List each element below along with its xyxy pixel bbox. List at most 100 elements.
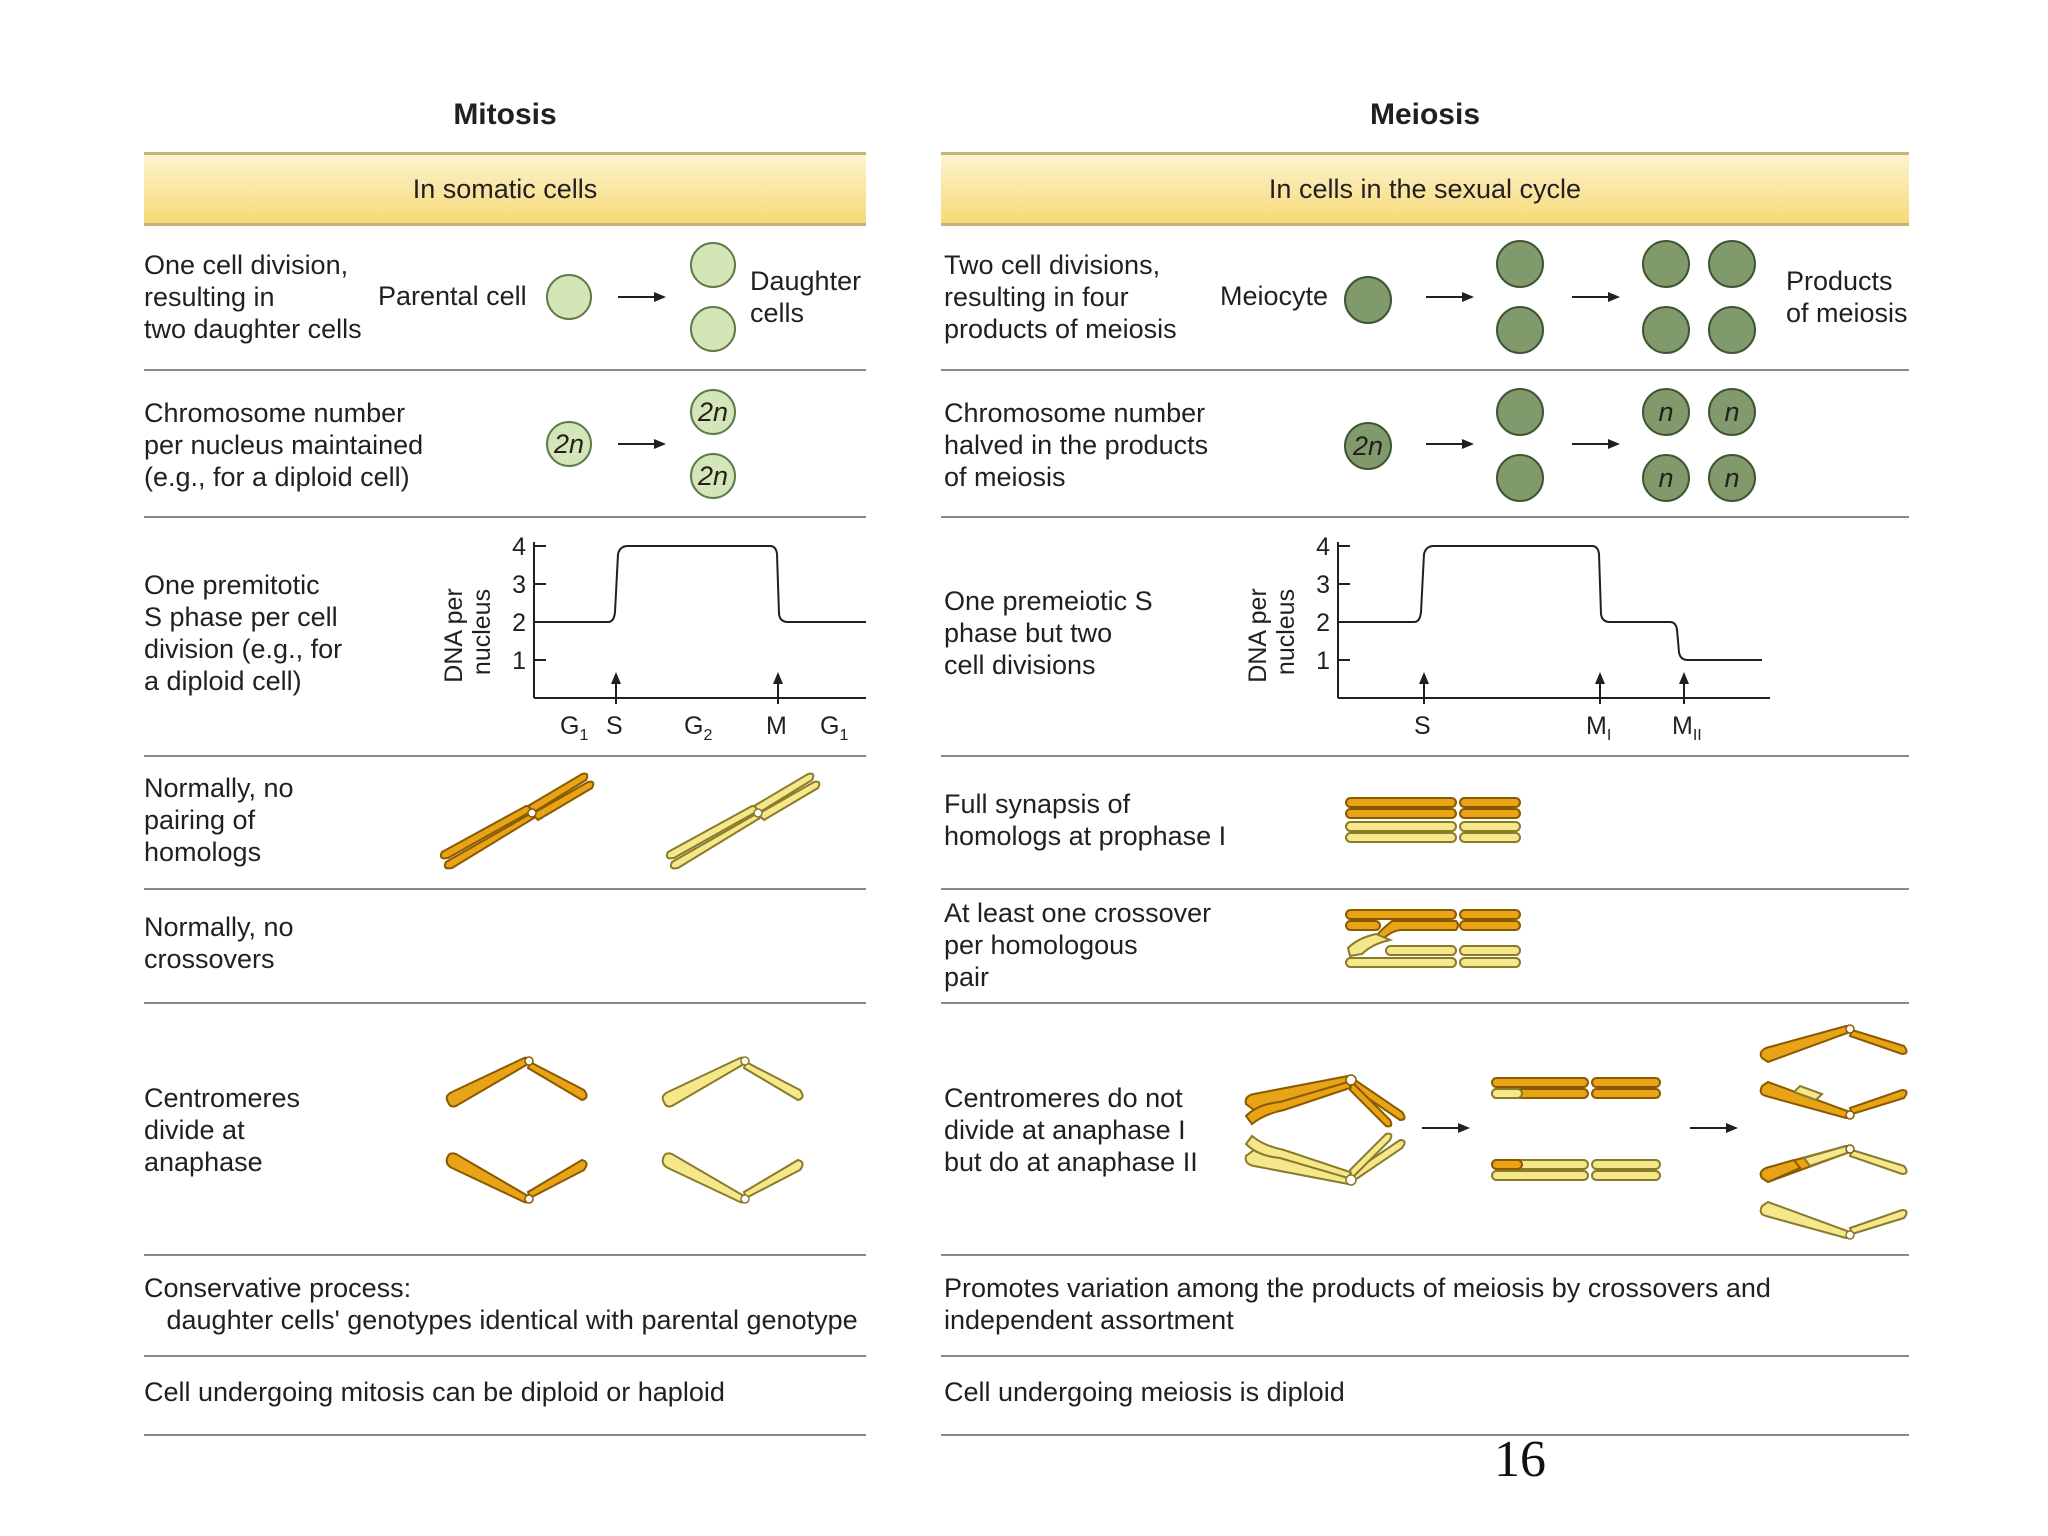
row-divider	[144, 755, 866, 757]
meiosis-dyad-illustration	[1491, 1077, 1661, 1181]
mitosis-ylabel: DNA per nucleus	[440, 581, 496, 682]
row-divider	[941, 516, 1909, 518]
phase-label-G1: G1	[820, 712, 849, 744]
meiosis-row5-description: At least one crossover per homologous pa…	[944, 898, 1212, 992]
ytick-4: 4	[1316, 533, 1330, 561]
meiosis-row1-description: Two cell divisions, resulting in four pr…	[944, 250, 1177, 344]
meiosis-row6-description: Centromeres do not divide at anaphase I …	[944, 1083, 1198, 1177]
meiosis-row4-description: Full synapsis of homologs at prophase I	[944, 789, 1227, 851]
row-divider	[144, 516, 866, 518]
daughter-cell	[690, 306, 736, 352]
mitosis-anaphase-light-illustration	[661, 1056, 804, 1204]
meiosis-product-cell	[1708, 240, 1756, 288]
meiosis-product-cell	[1642, 306, 1690, 354]
row-divider	[941, 369, 1909, 371]
row-divider	[144, 1254, 866, 1256]
row-divider	[941, 888, 1909, 890]
haploid-n-cell: n	[1708, 454, 1756, 502]
meiosis-I-product-cell	[1496, 306, 1544, 354]
meiosis-row8-description: Cell undergoing meiosis is diploid	[944, 1377, 1345, 1407]
meiosis-product-cell	[1642, 240, 1690, 288]
slide-number: 16	[1494, 1436, 1546, 1478]
mitosis-header-text: In somatic cells	[412, 173, 598, 204]
meiosis-I-product-cell	[1496, 454, 1544, 502]
row-divider	[144, 888, 866, 890]
svg-text:DNA per nucleus: DNA per nucleus	[1244, 581, 1300, 682]
daughter-cell	[690, 242, 736, 288]
arrow-right-icon	[618, 292, 666, 302]
parental-2n-cell: 2n	[546, 421, 592, 467]
phase-label-MII: MII	[1672, 712, 1702, 744]
row-divider	[941, 755, 1909, 757]
mitosis-header-band: In somatic cells	[144, 152, 866, 226]
ytick-1: 1	[1316, 647, 1330, 675]
row-divider	[144, 1002, 866, 1004]
mitosis-row4-description: Normally, no pairing of homologs	[144, 773, 294, 867]
ylabel-line: DNA per	[1244, 588, 1272, 682]
daughter-2n-cell: 2n	[690, 453, 736, 499]
phase-label-M: M	[766, 712, 787, 740]
row-divider	[941, 1254, 1909, 1256]
row-divider	[144, 1434, 866, 1436]
arrow-right-icon	[1572, 439, 1620, 449]
mitosis-anaphase-dark-illustration	[445, 1056, 588, 1204]
mitosis-chromosome-dark-illustration	[439, 772, 595, 870]
mitosis-row7-description: Conservative process: daughter cells' ge…	[144, 1273, 858, 1335]
row-divider	[941, 1355, 1909, 1357]
haploid-n-cell: n	[1642, 388, 1690, 436]
meiosis-ylabel: DNA per nucleus	[1244, 581, 1300, 682]
phase-label-MI: MI	[1586, 712, 1612, 744]
ylabel-line: nucleus	[468, 589, 496, 675]
slide-number-container: 16	[1480, 1436, 1600, 1478]
ytick-3: 3	[1316, 571, 1330, 599]
mitosis-row5-description: Normally, no crossovers	[144, 912, 294, 974]
arrow-right-icon	[1426, 439, 1474, 449]
ytick-3: 3	[512, 571, 526, 599]
mitosis-row2-description: Chromosome number per nucleus maintained…	[144, 398, 424, 492]
row-divider	[144, 369, 866, 371]
parental-cell-label: Parental cell	[378, 281, 527, 311]
meiosis-I-product-cell	[1496, 388, 1544, 436]
synapsis-illustration	[1345, 797, 1521, 843]
meiosis-row3-description: One premeiotic S phase but two cell divi…	[944, 586, 1153, 680]
daughter-2n-cell: 2n	[690, 389, 736, 435]
products-of-meiosis-label: Products of meiosis	[1786, 266, 1908, 328]
ytick-2: 2	[1316, 609, 1330, 637]
phase-label-S: S	[606, 712, 623, 740]
parental-cell	[546, 274, 592, 320]
meiosis-dna-graph: DNA per nucleus 4 3 2 1	[1234, 532, 1774, 752]
meiocyte-cell	[1344, 276, 1392, 324]
meiosis-header-band: In cells in the sexual cycle	[941, 152, 1909, 226]
meiosis-anaphase-II-illustration	[1759, 1024, 1908, 1240]
arrow-right-icon	[1426, 292, 1474, 302]
mitosis-row1-description: One cell division, resulting in two daug…	[144, 250, 362, 344]
arrow-right-icon	[1572, 292, 1620, 302]
ytick-1: 1	[512, 647, 526, 675]
arrow-right-icon	[618, 439, 666, 449]
ylabel-line: nucleus	[1272, 589, 1300, 675]
row-divider	[941, 1002, 1909, 1004]
arrow-right-icon	[1422, 1123, 1470, 1133]
phase-label-G1: G1	[560, 712, 589, 744]
ytick-4: 4	[512, 533, 526, 561]
crossover-illustration	[1345, 909, 1521, 968]
meiosis-title: Meiosis	[1369, 98, 1481, 131]
meiosis-row7-description: Promotes variation among the products of…	[944, 1273, 1771, 1335]
mitosis-row8-description: Cell undergoing mitosis can be diploid o…	[144, 1377, 725, 1407]
svg-text:DNA per nucleus: DNA per nucleus	[440, 581, 496, 682]
meiocyte-label: Meiocyte	[1220, 281, 1329, 311]
ylabel-line: DNA per	[440, 588, 468, 682]
daughter-cells-label: Daughter cells	[750, 266, 862, 328]
meiosis-anaphase-I-illustration	[1244, 1074, 1406, 1186]
meiocyte-2n-cell: 2n	[1344, 422, 1392, 470]
arrow-right-icon	[1690, 1123, 1738, 1133]
mitosis-row3-description: One premitotic S phase per cell division…	[144, 570, 343, 696]
meiosis-I-product-cell	[1496, 240, 1544, 288]
mitosis-title: Mitosis	[453, 98, 557, 131]
meiosis-header-text: In cells in the sexual cycle	[1268, 173, 1582, 204]
ytick-2: 2	[512, 609, 526, 637]
haploid-n-cell: n	[1642, 454, 1690, 502]
phase-label-G2: G2	[684, 712, 713, 744]
mitosis-row6-description: Centromeres divide at anaphase	[144, 1083, 301, 1177]
row-divider	[144, 1355, 866, 1357]
